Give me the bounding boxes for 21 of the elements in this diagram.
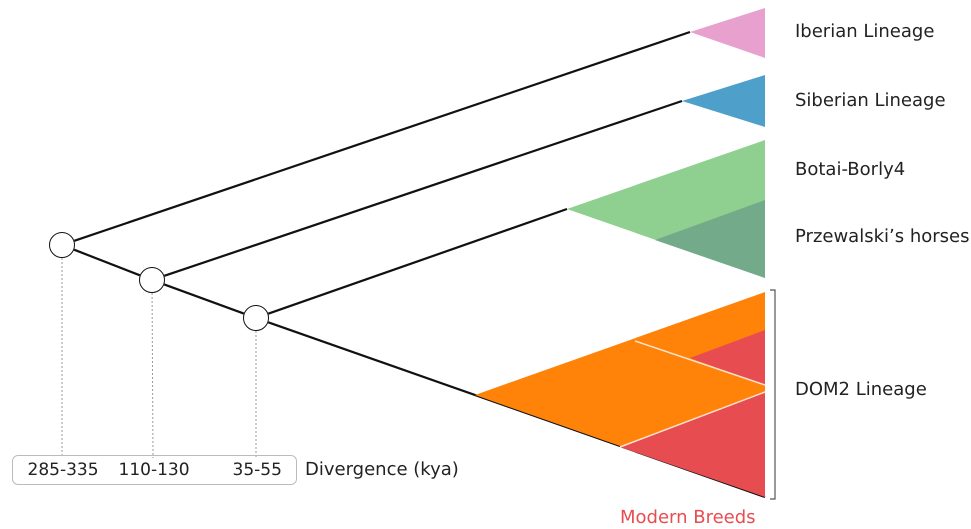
branch-line [268, 321, 766, 498]
clade-label: DOM2 Lineage [795, 379, 927, 401]
clade-label: Botai-Borly4 [795, 159, 906, 181]
divergence-value: 35-55 [232, 459, 282, 481]
divergence-value: 110-130 [118, 459, 190, 481]
branch-line [74, 248, 140, 276]
divergence-node-circle [139, 267, 165, 293]
divergence-box [12, 455, 297, 485]
clade-label: Siberian Lineage [795, 90, 946, 112]
divergence-value: 285-335 [28, 459, 99, 481]
branch-line [164, 283, 244, 315]
clade-label: Iberian Lineage [795, 21, 934, 43]
leader-line [152, 292, 154, 458]
clade-label: Przewalski’s horses [795, 226, 970, 248]
branch-line [268, 208, 568, 315]
branch-line [164, 100, 682, 277]
divergence-node-circle [49, 232, 75, 258]
branch-line [74, 30, 690, 242]
divergence-node-circle [243, 305, 269, 331]
axis-label: Divergence (kya) [305, 459, 459, 481]
clade-caption: Modern Breeds [620, 507, 756, 529]
